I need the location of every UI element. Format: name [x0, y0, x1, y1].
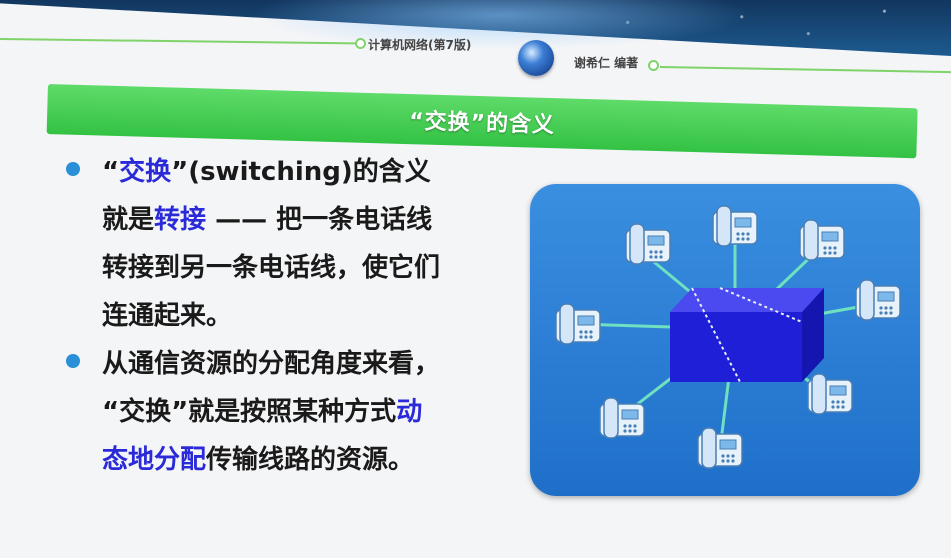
header-dot-left — [355, 38, 366, 49]
switching-diagram-panel — [530, 184, 920, 496]
author-name: 谢希仁 编著 — [574, 56, 639, 70]
bullet-item-1: “交换”(switching)的含义 就是转接 —— 把一条电话线 转接到另一条… — [62, 148, 532, 340]
switching-diagram — [555, 205, 901, 469]
book-title: 计算机网络(第7版) — [368, 38, 472, 52]
bullet-dot-icon — [66, 354, 80, 368]
header-line-right — [659, 66, 951, 74]
bullet2-line-1: 从通信资源的分配角度来看， — [102, 349, 441, 379]
telephone-icon — [599, 397, 645, 439]
highlight-term-zhuanjie: 转接 — [154, 205, 207, 235]
text-fragment: 传输线路的资源。 — [206, 445, 415, 475]
text-fragment: “交换”就是按照某种方式 — [102, 397, 397, 427]
text-fragment: —— 把一条电话线 — [206, 205, 433, 235]
highlight-term-dynamic-allocation: 态地分配 — [102, 445, 207, 475]
bullet1-line-2: 就是转接 —— 把一条电话线 — [102, 196, 532, 244]
header-dot-right — [648, 60, 659, 71]
telephone-icon — [712, 205, 758, 247]
globe-icon — [518, 40, 554, 76]
text-fragment: ”(switching)的含义 — [171, 157, 431, 187]
text-fragment: “ — [102, 157, 120, 187]
bullet2-line-2: “交换”就是按照某种方式动 — [102, 388, 532, 436]
bullet1-line-1: “交换”(switching)的含义 — [102, 148, 532, 196]
text-fragment: 就是 — [102, 205, 155, 235]
switch-box-icon — [670, 287, 824, 383]
highlight-term-dong: 动 — [396, 397, 423, 427]
bullet-dot-icon — [66, 162, 80, 176]
bullet-item-2: 从通信资源的分配角度来看， “交换”就是按照某种方式动 态地分配传输线路的资源。 — [62, 340, 532, 484]
telephone-icon — [807, 373, 853, 415]
slide-title: “交换”的含义 — [408, 109, 556, 139]
bullet1-line-4: 连通起来。 — [102, 301, 233, 331]
bullet1-line-3: 转接到另一条电话线，使它们 — [102, 253, 441, 283]
slide-content: “交换”(switching)的含义 就是转接 —— 把一条电话线 转接到另一条… — [62, 148, 532, 484]
bullet2-line-3: 态地分配传输线路的资源。 — [102, 436, 532, 484]
telephone-icon — [625, 223, 671, 265]
telephone-icon — [555, 303, 601, 345]
telephone-icon — [799, 219, 845, 261]
highlight-term-jiaohuan: 交换 — [119, 157, 172, 187]
telephone-icon — [697, 427, 743, 469]
telephone-icon — [855, 279, 901, 321]
